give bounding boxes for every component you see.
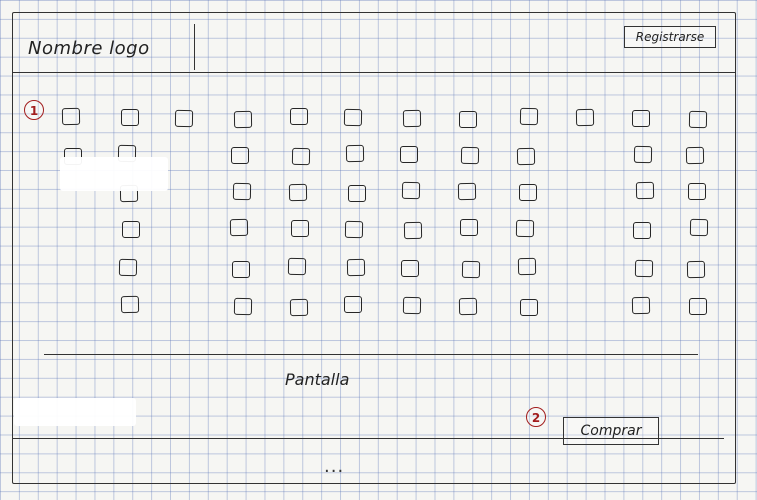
seat-3-4[interactable]	[232, 182, 252, 201]
seat-4-5[interactable]	[291, 220, 309, 237]
seat-3-6[interactable]	[348, 185, 366, 202]
annotation-marker-seats: 1	[24, 100, 44, 120]
seat-6-9[interactable]	[520, 299, 538, 316]
seat-6-6[interactable]	[344, 296, 362, 313]
seat-3-12[interactable]	[688, 183, 706, 200]
screen-line	[44, 354, 698, 355]
seat-5-7[interactable]	[401, 260, 419, 277]
seat-1-1[interactable]	[61, 107, 81, 126]
app-window-frame	[12, 12, 736, 484]
header-separator	[12, 72, 736, 73]
seat-4-2[interactable]	[122, 221, 140, 238]
seat-6-11[interactable]	[631, 296, 651, 315]
seat-2-9[interactable]	[516, 147, 536, 166]
seat-6-2[interactable]	[120, 295, 140, 314]
seat-2-7[interactable]	[400, 146, 418, 163]
seat-2-6[interactable]	[345, 144, 365, 163]
seat-5-11[interactable]	[634, 259, 654, 278]
screen-label: Pantalla	[285, 370, 350, 389]
seat-6-5[interactable]	[289, 298, 309, 317]
seat-3-7[interactable]	[401, 181, 421, 200]
seat-5-6[interactable]	[346, 258, 366, 277]
seat-2-4[interactable]	[231, 147, 249, 164]
seat-2-8[interactable]	[460, 146, 480, 165]
seat-4-6[interactable]	[344, 220, 364, 239]
seat-3-5[interactable]	[288, 183, 308, 202]
seat-3-11[interactable]	[635, 181, 655, 200]
seat-4-9[interactable]	[515, 219, 535, 238]
seat-1-11[interactable]	[632, 110, 650, 127]
seat-4-8[interactable]	[460, 219, 478, 236]
seat-5-5[interactable]	[287, 257, 307, 276]
seat-5-4[interactable]	[232, 261, 250, 278]
buy-button[interactable]: Comprar	[563, 417, 659, 445]
seat-4-4[interactable]	[229, 218, 249, 237]
seat-5-2[interactable]	[118, 258, 138, 277]
seat-1-2[interactable]	[121, 109, 139, 126]
seat-1-6[interactable]	[343, 108, 363, 127]
seat-1-8[interactable]	[459, 111, 477, 128]
seat-2-11[interactable]	[633, 145, 653, 164]
annotation-marker-buy: 2	[526, 407, 546, 427]
footer-separator	[12, 438, 724, 439]
logo-text: Nombre logo	[28, 38, 150, 59]
seat-1-12[interactable]	[688, 110, 708, 129]
seat-6-4[interactable]	[233, 297, 253, 316]
header-divider	[194, 24, 195, 70]
seat-5-9[interactable]	[517, 257, 537, 276]
erased-area	[14, 398, 136, 426]
seat-4-11[interactable]	[633, 222, 651, 239]
seat-1-5[interactable]	[290, 108, 308, 125]
seat-1-4[interactable]	[233, 110, 253, 129]
register-button[interactable]: Registrarse	[624, 26, 716, 48]
seat-3-9[interactable]	[519, 184, 537, 201]
seat-5-8[interactable]	[461, 260, 481, 279]
seat-4-12[interactable]	[689, 218, 709, 237]
seat-5-12[interactable]	[686, 260, 706, 279]
seat-1-10[interactable]	[575, 108, 595, 127]
seat-4-7[interactable]	[403, 221, 423, 240]
seat-1-9[interactable]	[519, 107, 539, 126]
seat-1-3[interactable]	[174, 109, 194, 128]
seat-2-12[interactable]	[685, 146, 705, 165]
seat-6-12[interactable]	[689, 298, 707, 315]
seat-1-7[interactable]	[402, 109, 422, 128]
more-indicator: ...	[324, 456, 345, 477]
erased-area	[60, 157, 168, 191]
seat-6-7[interactable]	[402, 296, 422, 315]
seat-6-8[interactable]	[458, 297, 478, 316]
seat-3-8[interactable]	[457, 182, 477, 201]
seat-2-5[interactable]	[291, 147, 311, 166]
